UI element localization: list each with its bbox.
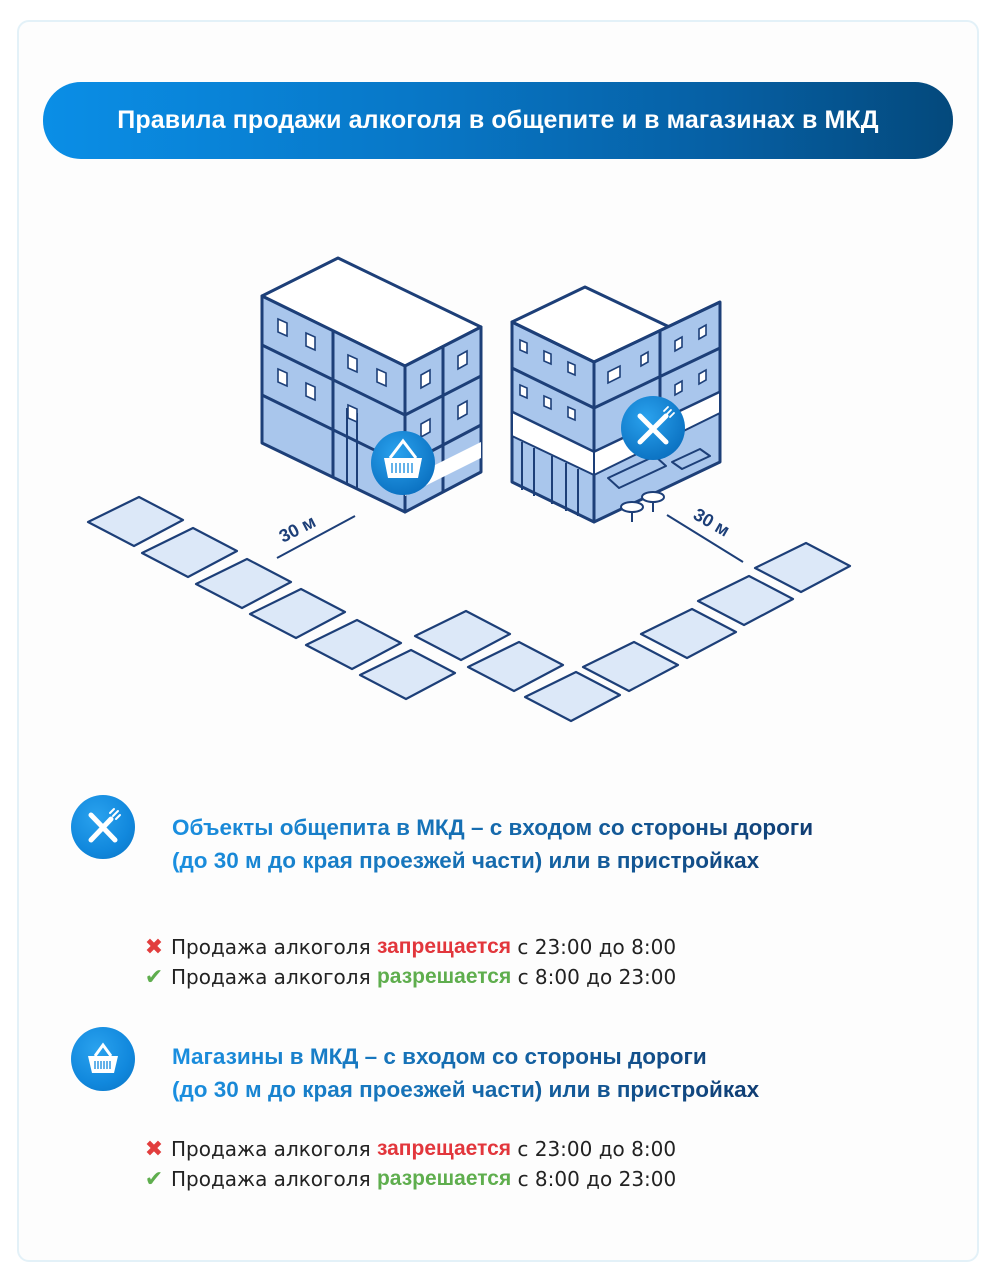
catering-heading: Объекты общепита в МКД – с входом со сто… [172, 811, 813, 877]
rule-prefix: Продажа алкоголя [171, 1167, 371, 1191]
distance-marker-left: 30 м [276, 511, 356, 559]
distance-label-right: 30 м [690, 504, 733, 540]
rule-keyword: запрещается [376, 1137, 511, 1160]
rule-time: с 8:00 до 23:00 [517, 965, 677, 989]
rule-time: с 8:00 до 23:00 [517, 1167, 677, 1191]
cafe-tables [620, 491, 665, 522]
shops-heading-line1: Магазины в МКД – с входом со стороны дор… [172, 1044, 707, 1069]
distance-label-left: 30 м [276, 511, 319, 546]
cross-icon: ✖ [144, 1136, 164, 1162]
check-icon: ✔ [144, 964, 164, 990]
title-banner: Правила продажи алкоголя в общепите и в … [43, 82, 953, 159]
basket-icon [71, 1027, 135, 1091]
page-title: Правила продажи алкоголя в общепите и в … [117, 106, 879, 134]
shops-heading-line2: (до 30 м до края проезжей части) или в п… [172, 1077, 760, 1102]
catering-heading-line1: Объекты общепита в МКД – с входом со сто… [172, 815, 814, 840]
sidewalk-tiles [86, 495, 852, 723]
shop-building [260, 256, 483, 514]
shops-rule-prohibited: ✖ Продажа алкоголя запрещается с 23:00 д… [143, 1134, 676, 1164]
rule-prefix: Продажа алкоголя [171, 935, 371, 959]
rule-keyword: запрещается [376, 935, 511, 958]
shop-badge-icon [371, 431, 435, 495]
catering-rule-allowed: ✔ Продажа алкоголя разрешается с 8:00 до… [143, 962, 676, 992]
check-icon: ✔ [144, 1166, 164, 1192]
catering-rule-prohibited: ✖ Продажа алкоголя запрещается с 23:00 д… [143, 932, 676, 962]
catering-heading-line2: (до 30 м до края проезжей части) или в п… [172, 848, 760, 873]
rule-prefix: Продажа алкоголя [171, 1137, 371, 1161]
rule-keyword: разрешается [376, 1167, 512, 1190]
rule-prefix: Продажа алкоголя [171, 965, 371, 989]
restaurant-badge-icon [621, 396, 685, 460]
distance-marker-right: 30 м [666, 504, 744, 563]
cross-icon: ✖ [144, 934, 164, 960]
rule-time: с 23:00 до 8:00 [517, 935, 677, 959]
shops-heading: Магазины в МКД – с входом со стороны дор… [172, 1040, 759, 1106]
rule-time: с 23:00 до 8:00 [517, 1137, 677, 1161]
shops-rule-allowed: ✔ Продажа алкоголя разрешается с 8:00 до… [143, 1164, 676, 1194]
fork-knife-icon [71, 795, 135, 859]
buildings-illustration: 30 м 30 м [86, 256, 852, 723]
rule-keyword: разрешается [376, 965, 512, 988]
